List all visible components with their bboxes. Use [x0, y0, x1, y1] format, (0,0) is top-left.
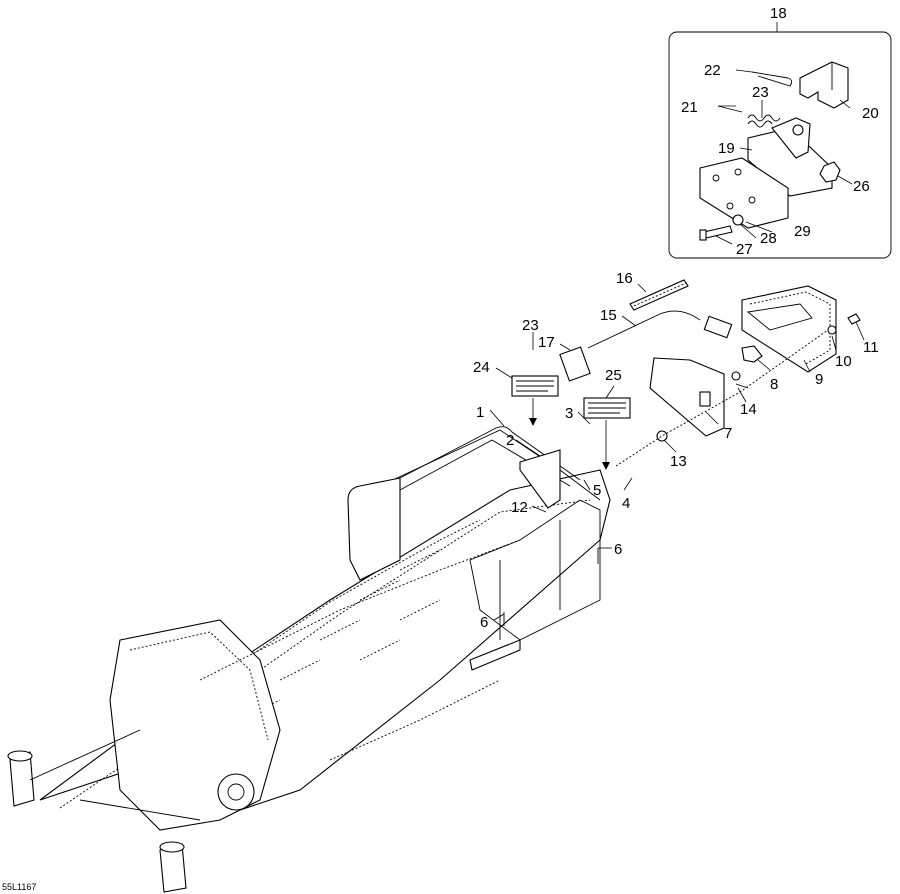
hitch-inset — [668, 22, 892, 259]
drawing-code: 55L1167 — [2, 882, 36, 892]
part-label: 23 — [522, 317, 539, 334]
part-label: 22 — [704, 62, 721, 79]
part-label: 7 — [724, 425, 732, 442]
part-label: 25 — [605, 367, 622, 384]
part-label: 4 — [622, 495, 630, 512]
part-label: 20 — [862, 105, 879, 122]
tail-light-assembly — [511, 279, 861, 470]
part-label: 17 — [538, 334, 555, 351]
part-label: 29 — [794, 223, 811, 240]
part-label: 15 — [600, 307, 617, 324]
part-label: 14 — [740, 401, 757, 418]
part-label: 10 — [835, 353, 852, 370]
part-label: 6 — [614, 541, 622, 558]
part-label: 18 — [770, 5, 787, 22]
part-label: 24 — [473, 359, 490, 376]
part-label: 26 — [853, 178, 870, 195]
trailer-frame — [7, 426, 611, 893]
part-label: 8 — [770, 376, 778, 393]
part-label: 9 — [815, 371, 823, 388]
part-label: 27 — [736, 241, 753, 258]
part-label: 1 — [476, 404, 484, 421]
part-label: 13 — [670, 453, 687, 470]
part-label: 16 — [616, 270, 633, 287]
part-label: 12 — [511, 499, 528, 516]
part-label: 2 — [506, 432, 514, 449]
part-label: 5 — [593, 482, 601, 499]
part-label: 23 — [752, 84, 769, 101]
leader-lines — [489, 69, 865, 621]
part-label: 11 — [863, 339, 879, 356]
part-label: 19 — [718, 140, 735, 157]
part-label: 3 — [565, 405, 573, 422]
part-labels: 18 22 23 20 21 19 26 29 28 27 16 15 23 1… — [2, 5, 879, 892]
part-label: 21 — [681, 99, 698, 116]
deck-slots — [239, 519, 481, 721]
part-label: 28 — [760, 230, 777, 247]
part-label: 6 — [480, 614, 488, 631]
